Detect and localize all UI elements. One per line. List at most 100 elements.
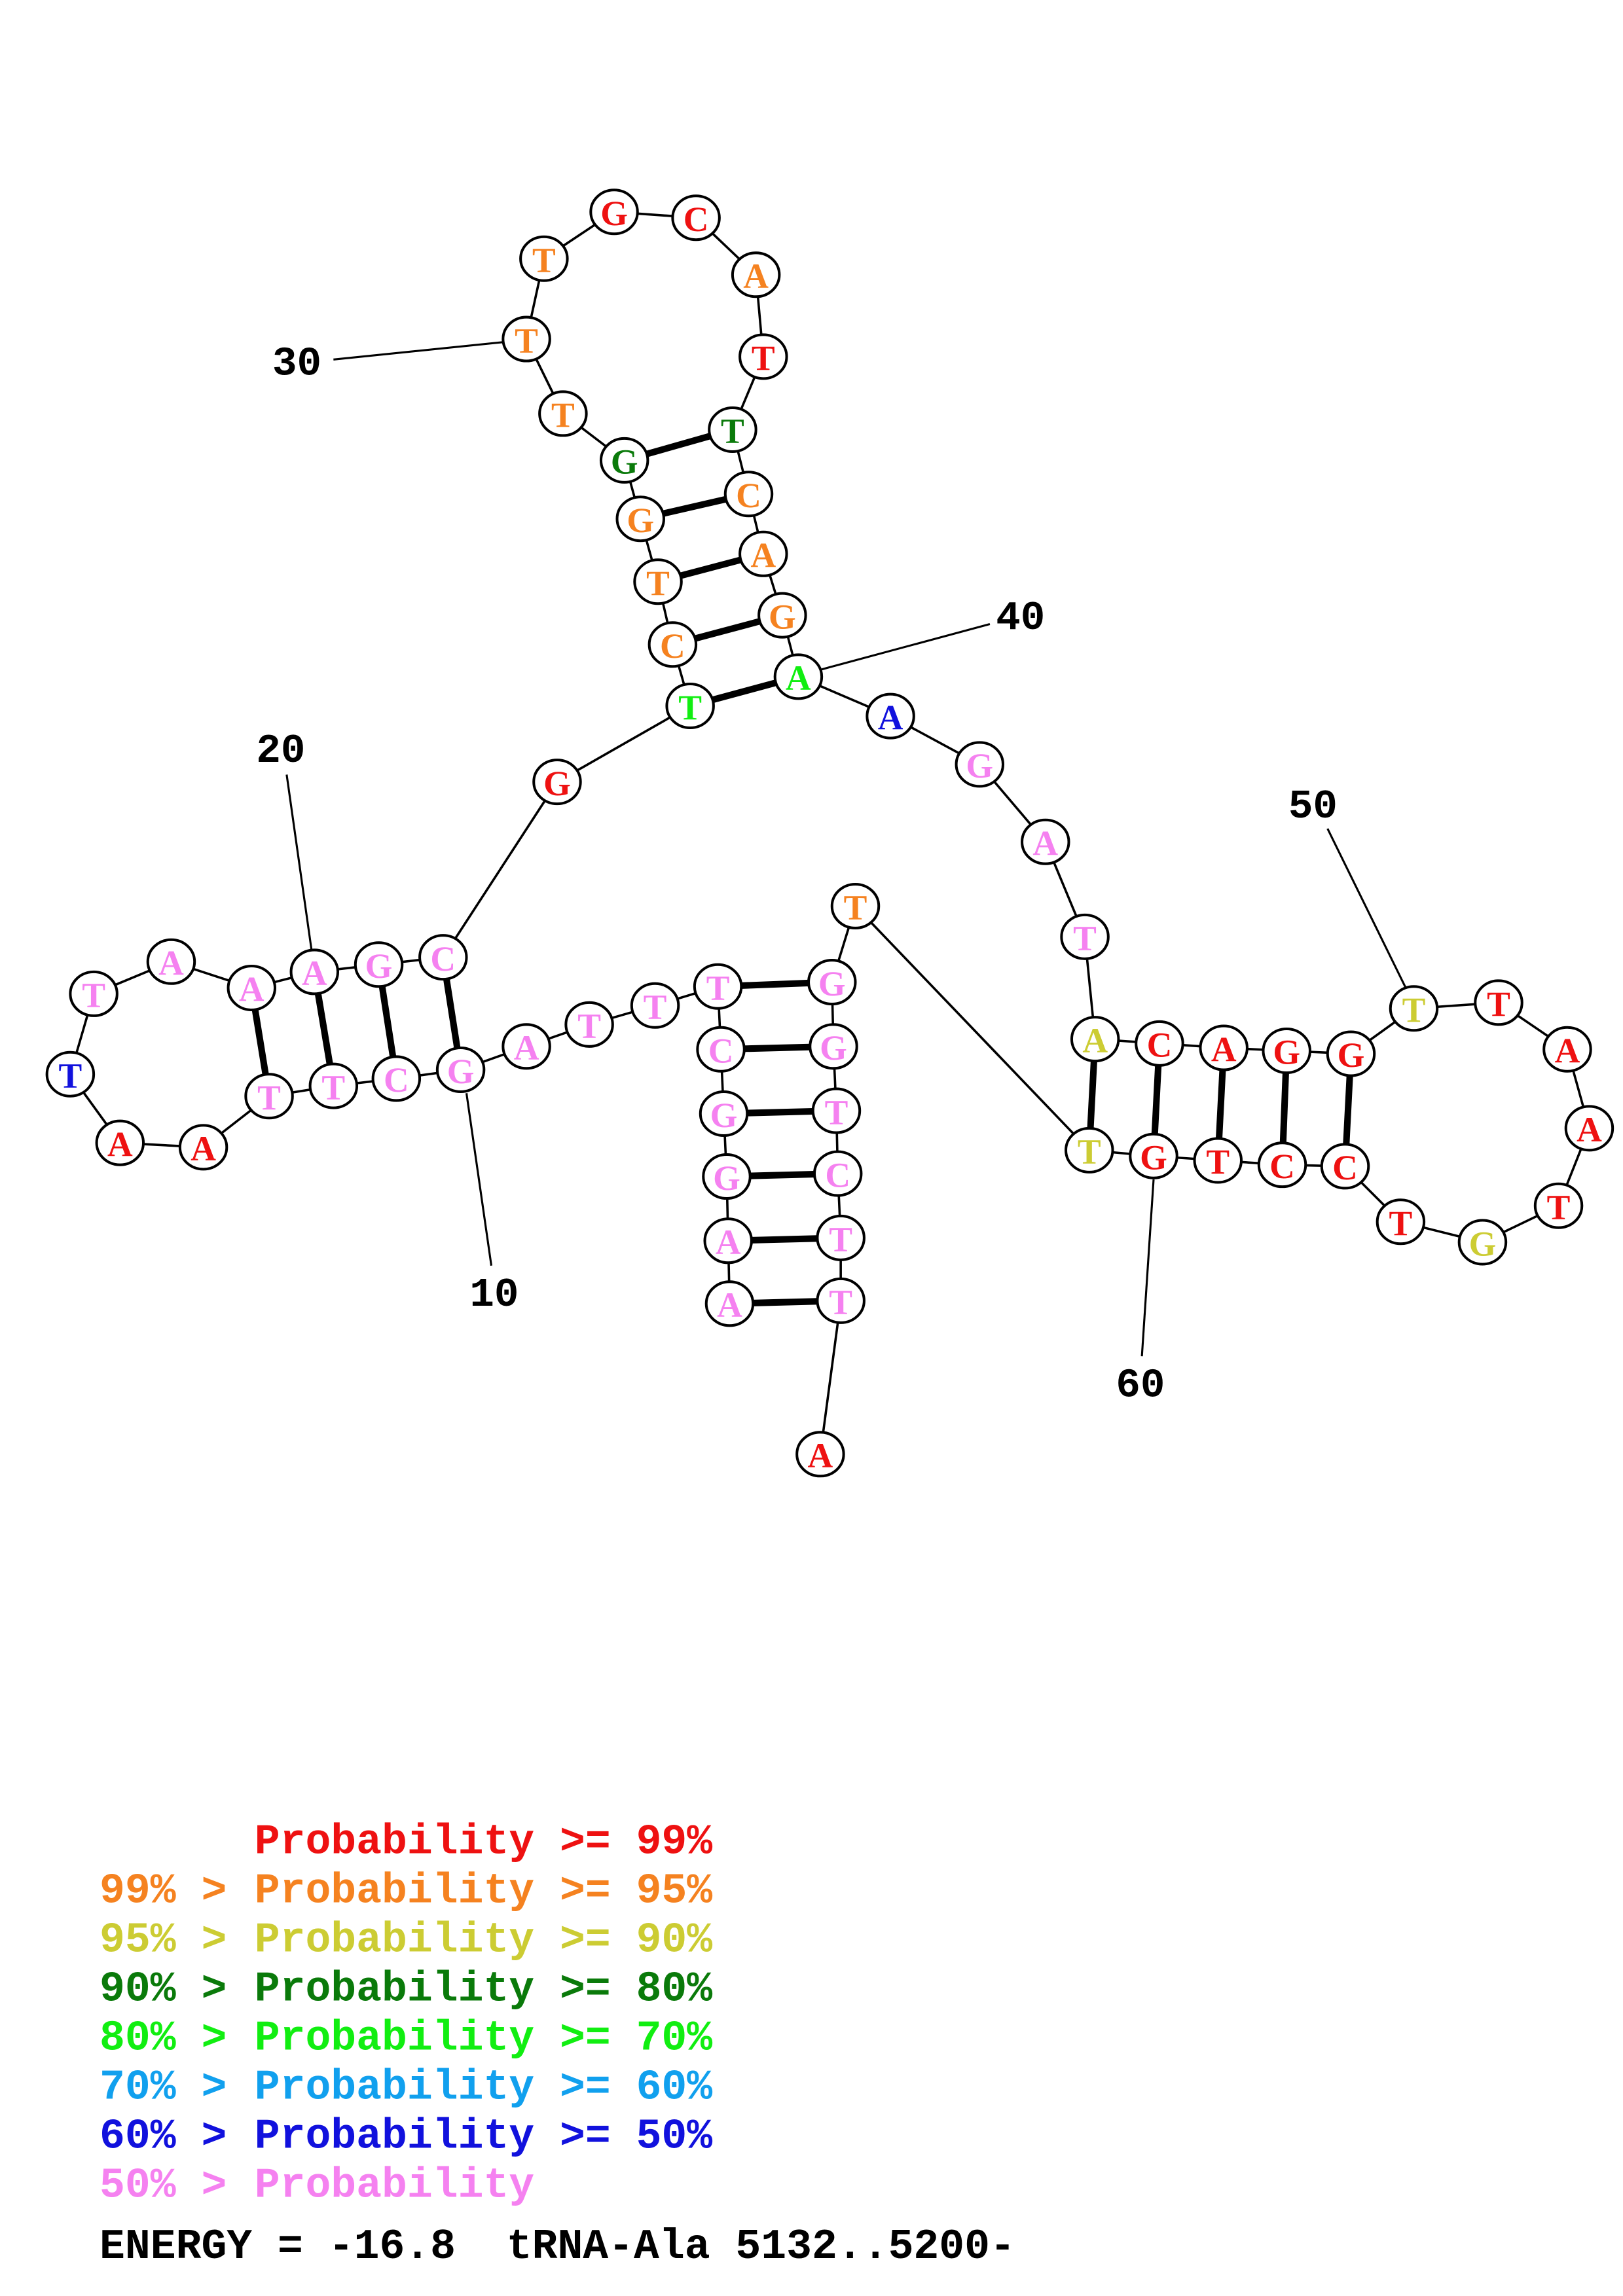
nucleotide-letter: A <box>107 1124 133 1164</box>
nucleotide-letter: T <box>59 1056 82 1095</box>
nucleotide-letter: A <box>1577 1110 1602 1149</box>
nucleotide-33: C <box>671 194 721 242</box>
nucleotide-52: A <box>1542 1026 1592 1073</box>
nucleotide-20: A <box>289 948 340 996</box>
nucleotide-letter: C <box>384 1060 409 1100</box>
nucleotide-letter: G <box>543 764 571 803</box>
nucleotide-69: A <box>795 1431 845 1478</box>
position-label-leader <box>1326 828 1408 990</box>
nucleotide-7: T <box>630 982 680 1029</box>
nucleotide-circle <box>1326 1030 1376 1077</box>
nucleotide-letter: T <box>644 988 667 1027</box>
nucleotide-letter: G <box>713 1158 740 1198</box>
nucleotide-letter: T <box>721 412 744 451</box>
position-label: 40 <box>996 595 1045 641</box>
legend-label: Probability >= 60% <box>255 2064 713 2112</box>
legend-item: 99% >Probability >= 95% <box>100 1867 712 1915</box>
nucleotide-circle <box>1257 1141 1307 1189</box>
nucleotide-56: T <box>1376 1198 1426 1246</box>
nucleotide-36: T <box>708 406 757 453</box>
nucleotide-letter: G <box>966 746 993 785</box>
nucleotide-circle <box>630 982 680 1029</box>
nucleotide-10: G <box>435 1047 486 1094</box>
nucleotide-circle <box>830 882 881 929</box>
legend-label: Probability >= 70% <box>255 2015 713 2063</box>
nucleotide-letter: C <box>825 1155 850 1194</box>
nucleotide-50: T <box>1389 985 1439 1032</box>
legend-label: Probability >= 50% <box>255 2113 713 2161</box>
nucleotide-60: G <box>1129 1132 1178 1179</box>
nucleotide-circle <box>532 759 582 806</box>
nucleotide-letter: T <box>844 888 867 927</box>
nucleotide-letter: T <box>752 338 775 378</box>
nucleotide-circle <box>866 692 915 740</box>
nucleotide-circle <box>704 1280 755 1327</box>
nucleotide-circle <box>599 437 649 484</box>
legend-label: Probability >= 99% <box>255 1818 713 1866</box>
nucleotide-letter: C <box>660 626 685 666</box>
nucleotide-66: C <box>812 1150 863 1197</box>
nucleotide-42: G <box>955 741 1005 788</box>
position-label-leader <box>821 622 991 671</box>
nucleotide-circle <box>693 963 743 1010</box>
nucleotide-48: G <box>1262 1028 1311 1075</box>
nucleotide-22: C <box>418 934 468 981</box>
nucleotide-17: T <box>69 970 119 1017</box>
nucleotide-letter: C <box>1269 1147 1295 1186</box>
nucleotide-21: G <box>354 941 404 988</box>
backbone-link <box>556 704 691 783</box>
nucleotide-57: C <box>1320 1143 1370 1190</box>
nucleotide-letter: T <box>829 1283 852 1322</box>
nucleotide-letter: T <box>551 395 575 435</box>
position-label: 60 <box>1116 1362 1165 1408</box>
nucleotide-letter: A <box>302 954 327 993</box>
nucleotide-45: A <box>1070 1016 1120 1063</box>
nucleotide-circle <box>811 1087 862 1134</box>
backbone-and-pair-lines <box>69 210 1591 1455</box>
nucleotide-circle <box>45 1050 96 1098</box>
position-label: 20 <box>256 728 305 774</box>
nucleotide-letter: C <box>736 476 761 515</box>
nucleotide-circle <box>519 235 569 282</box>
nucleotide-31: T <box>519 235 569 282</box>
nucleotide-63: G <box>807 959 857 1006</box>
nucleotide-letter: T <box>825 1092 848 1132</box>
nucleotide-letter: C <box>430 939 456 978</box>
nucleotide-letter: A <box>239 970 264 1009</box>
nucleotide-circle <box>589 188 639 236</box>
nucleotide-circle <box>354 941 404 988</box>
nucleotide-circle <box>723 471 774 518</box>
nucleotide-circle <box>308 1062 359 1109</box>
nucleotide-12: T <box>308 1062 359 1109</box>
nucleotide-letter: G <box>818 964 846 1003</box>
nucleotide-circle <box>633 558 683 605</box>
nucleotide-circle <box>418 934 468 981</box>
nucleotide-circle <box>1389 985 1439 1032</box>
nucleotide-letter: G <box>1140 1138 1167 1177</box>
nucleotide-circle <box>812 1150 863 1197</box>
nucleotide-circle <box>1320 1143 1370 1190</box>
nucleotide-62: T <box>830 882 881 929</box>
nucleotide-circle <box>435 1047 486 1094</box>
legend-prefix: 95% > <box>100 1916 227 1964</box>
nucleotide-16: T <box>45 1050 96 1098</box>
nucleotide-circle <box>809 1023 858 1070</box>
nucleotide-19: A <box>227 964 277 1011</box>
nucleotide-59: T <box>1193 1137 1243 1184</box>
nucleotide-circle <box>501 315 551 363</box>
nucleotide-circle <box>1135 1020 1184 1067</box>
nucleotide-circle <box>227 964 277 1011</box>
nucleotide-circle <box>1262 1028 1311 1075</box>
nucleotide-67: T <box>816 1214 866 1261</box>
nucleotide-11: C <box>371 1055 422 1102</box>
energy-line: ENERGY = -16.8 tRNA-Ala 5132..5200- <box>100 2223 1015 2271</box>
legend-prefix: 60% > <box>100 2113 227 2161</box>
nucleotide-letter: A <box>1555 1031 1580 1071</box>
nucleotide-letter: T <box>646 564 670 603</box>
nucleotide-28: G <box>599 437 649 484</box>
nucleotide-1: A <box>704 1280 755 1327</box>
nucleotide-letter: G <box>710 1096 738 1135</box>
